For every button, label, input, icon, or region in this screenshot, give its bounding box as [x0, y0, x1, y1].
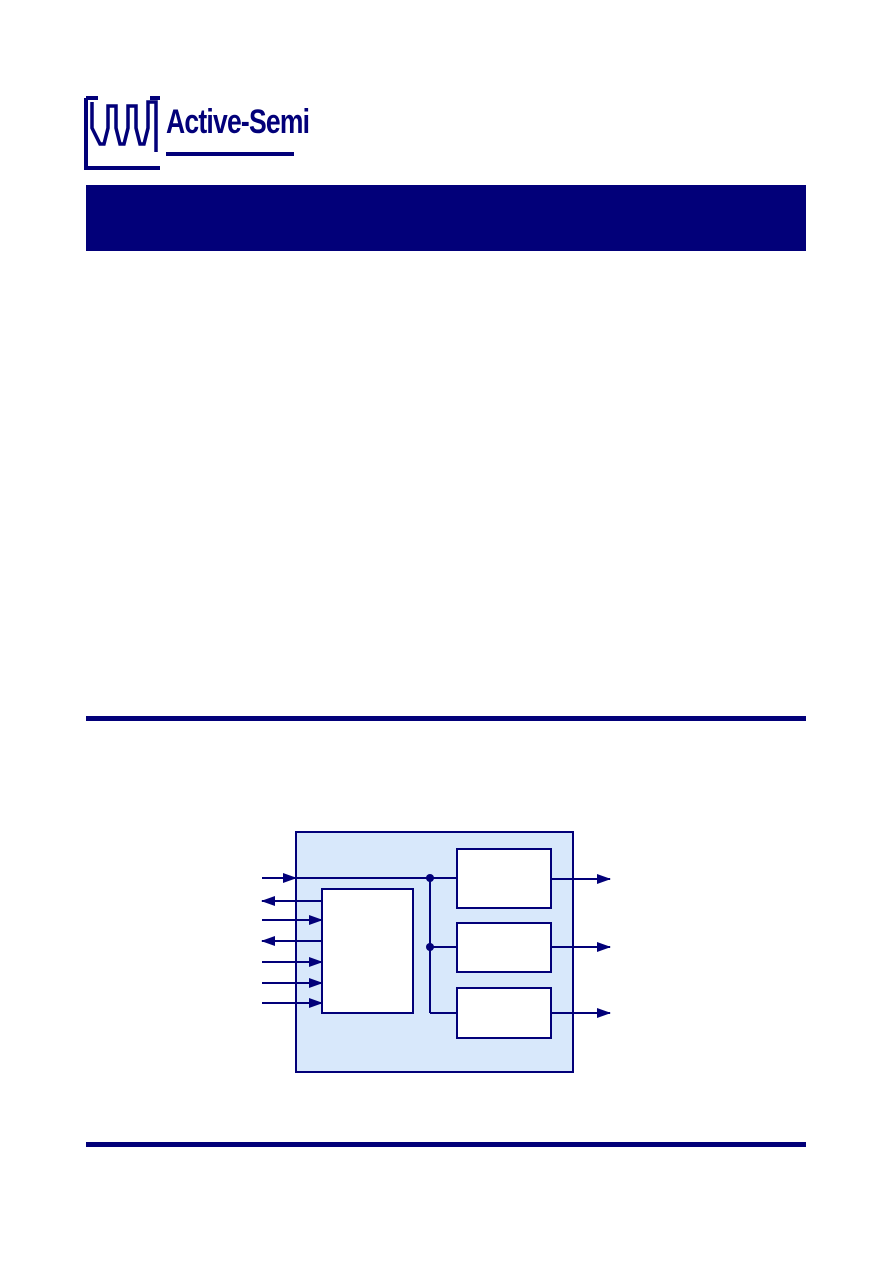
brand-name: Active-Semi [166, 103, 310, 141]
regulator-block-2 [456, 922, 552, 973]
active-semi-logo [84, 96, 294, 170]
control-block [321, 888, 414, 1014]
regulator-block-3 [456, 987, 552, 1039]
regulator-block-1 [456, 848, 552, 909]
section-divider [86, 716, 806, 721]
block-diagram [261, 831, 611, 1073]
section-divider [86, 1142, 806, 1147]
title-banner [86, 185, 806, 251]
